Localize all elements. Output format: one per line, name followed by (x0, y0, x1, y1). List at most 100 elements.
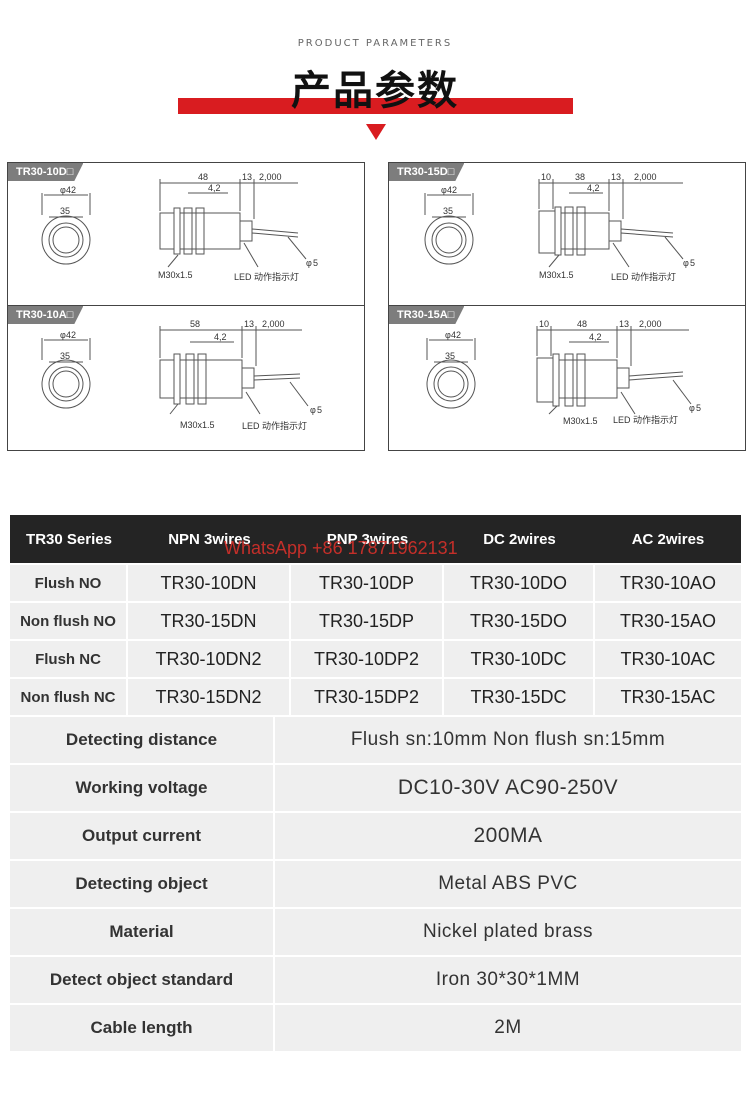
spec-value: Iron 30*30*1MM (275, 957, 741, 1003)
svg-text:φ: φ (445, 330, 451, 340)
table-cell: TR30-15DP2 (291, 679, 442, 715)
dim-10: 10 (541, 172, 551, 182)
table-cell: TR30-15DC (444, 679, 593, 715)
row-label-non-flush-nc: Non flush NC (10, 679, 126, 715)
thread-label: M30x1.5 (539, 270, 574, 280)
header-npn: NPN 3wires (128, 515, 291, 563)
thread-label: M30x1.5 (158, 270, 193, 280)
svg-text:φ: φ (60, 330, 66, 340)
led-label: LED 动作指示灯 (234, 271, 299, 282)
diagram-tag: TR30-10A□ (8, 306, 84, 324)
svg-text:φ: φ (683, 258, 689, 268)
header-pnp: PNP 3wires (291, 515, 444, 563)
table-cell: TR30-15DN (128, 603, 289, 639)
title-underline-bar (178, 98, 573, 114)
dim-42: 42 (447, 185, 457, 195)
svg-text:φ: φ (441, 185, 447, 195)
table-cell: TR30-10DP2 (291, 641, 442, 677)
table-cell: TR30-10AC (595, 641, 741, 677)
table-cell: TR30-10DN2 (128, 641, 289, 677)
header-ac: AC 2wires (595, 515, 741, 563)
spec-label-detecting-distance: Detecting distance (10, 717, 273, 763)
dim-35: 35 (60, 206, 70, 216)
spec-value: Nickel plated brass (275, 909, 741, 955)
section-title: 产品参数 (291, 68, 459, 114)
diagram-tag: TR30-15A□ (389, 306, 465, 324)
dim-13: 13 (611, 172, 621, 182)
dim-35: 35 (60, 351, 70, 361)
led-label: LED 动作指示灯 (611, 271, 676, 282)
spec-label-cable-length: Cable length (10, 1005, 273, 1051)
table-cell: TR30-15DN2 (128, 679, 289, 715)
dim-length: 58 (190, 319, 200, 329)
dim-thread: 4,2 (589, 332, 602, 342)
table-cell: TR30-15AC (595, 679, 741, 715)
table-cell: TR30-15DO (444, 603, 593, 639)
dim-42: 42 (66, 185, 76, 195)
led-label: LED 动作指示灯 (613, 414, 678, 425)
dim-length: 38 (575, 172, 585, 182)
dim-phi: 5 (317, 405, 322, 415)
spec-value: Metal ABS PVC (275, 861, 741, 907)
spec-value: DC10-30V AC90-250V (275, 765, 741, 811)
dim-10: 10 (539, 319, 549, 329)
led-label: LED 动作指示灯 (242, 420, 307, 431)
dim-cable: 2,000 (259, 172, 282, 182)
dim-13: 13 (244, 319, 254, 329)
dim-13: 13 (242, 172, 252, 182)
spec-value: Flush sn:10mm Non flush sn:15mm (275, 717, 741, 763)
dim-phi: 5 (696, 403, 701, 413)
dim-length: 48 (198, 172, 208, 182)
spec-label-detect-object-standard: Detect object standard (10, 957, 273, 1003)
table-cell: TR30-10DN (128, 565, 289, 601)
table-cell: TR30-15DP (291, 603, 442, 639)
spec-value: 200MA (275, 813, 741, 859)
spec-label-working-voltage: Working voltage (10, 765, 273, 811)
table-cell: TR30-10DC (444, 641, 593, 677)
diagram-tag: TR30-15D□ (389, 163, 465, 181)
dim-length: 48 (577, 319, 587, 329)
table-cell: TR30-10DO (444, 565, 593, 601)
dim-cable: 2,000 (634, 172, 657, 182)
header-series: TR30 Series (10, 515, 128, 563)
thread-label: M30x1.5 (180, 420, 215, 430)
dim-42: 42 (451, 330, 461, 340)
dim-35: 35 (445, 351, 455, 361)
svg-text:φ: φ (306, 258, 312, 268)
dim-cable: 2,000 (262, 319, 285, 329)
row-label-non-flush-no: Non flush NO (10, 603, 126, 639)
dim-phi: 5 (313, 258, 318, 268)
down-triangle-icon (366, 124, 386, 140)
row-label-flush-nc: Flush NC (10, 641, 126, 677)
table-cell: TR30-15AO (595, 603, 741, 639)
dim-35: 35 (443, 206, 453, 216)
dim-13: 13 (619, 319, 629, 329)
spec-label-material: Material (10, 909, 273, 955)
dim-thread: 4,2 (587, 183, 600, 193)
watermark-text: WhatsApp +86 17871962131 (224, 538, 458, 558)
spec-value: 2M (275, 1005, 741, 1051)
dim-cable: 2,000 (639, 319, 662, 329)
dim-thread: 4,2 (208, 183, 221, 193)
table-cell: TR30-10AO (595, 565, 741, 601)
diagram-tag: TR30-10D□ (8, 163, 84, 181)
svg-text:φ: φ (60, 185, 66, 195)
header-dc: DC 2wires (444, 515, 595, 563)
spec-label-detecting-object: Detecting object (10, 861, 273, 907)
section-subtitle: PRODUCT PARAMETERS (297, 38, 453, 49)
dim-thread: 4,2 (214, 332, 227, 342)
dim-42: 42 (66, 330, 76, 340)
dim-phi: 5 (690, 258, 695, 268)
table-cell: TR30-10DP (291, 565, 442, 601)
spec-label-output-current: Output current (10, 813, 273, 859)
thread-label: M30x1.5 (563, 416, 598, 426)
svg-text:φ: φ (310, 405, 316, 415)
